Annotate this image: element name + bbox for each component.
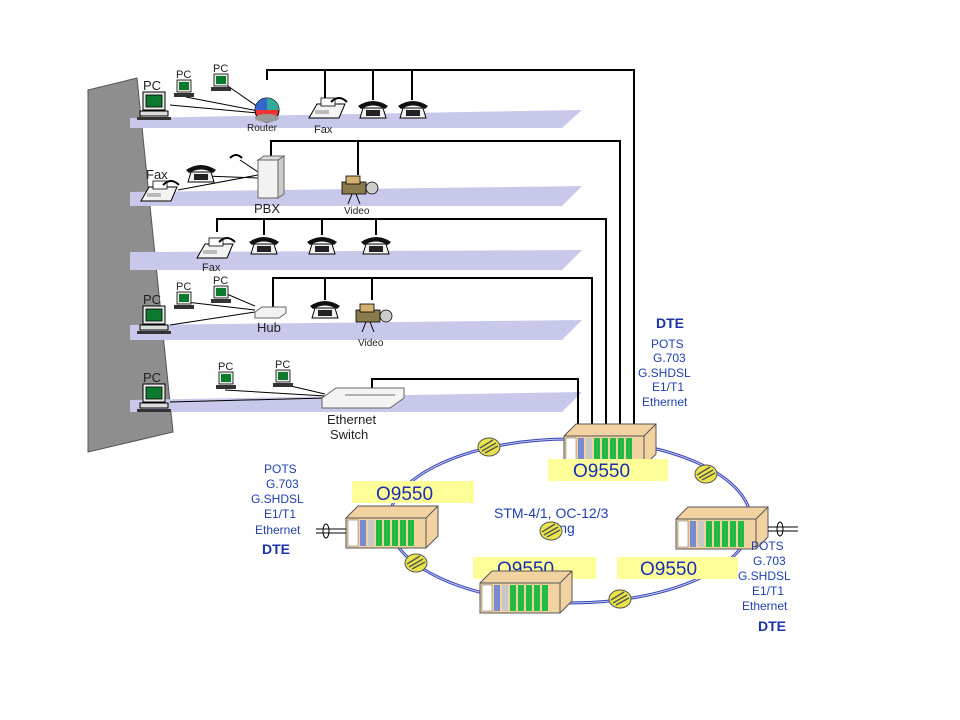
pc-label: PC — [143, 370, 161, 385]
floor-planes — [130, 110, 582, 412]
o9550-node-bottom: O9550 — [473, 557, 596, 614]
hub-label: Hub — [257, 320, 281, 335]
node-label: O9550 — [640, 559, 697, 580]
interface-line: E1/T1 — [652, 380, 684, 394]
pc-label: PC — [213, 275, 228, 287]
node-icon — [479, 570, 573, 614]
video-label: Video — [358, 338, 384, 349]
pc-label: PC — [143, 78, 161, 93]
pc-label: PC — [275, 359, 290, 371]
phone-icon — [357, 100, 389, 119]
pbx-label: PBX — [254, 201, 280, 216]
router-icon — [254, 97, 280, 123]
dte-label: DTE — [758, 618, 786, 634]
fax-label: Fax — [146, 167, 168, 182]
interface-line: G.SHDSL — [638, 366, 691, 380]
phone-icon — [248, 236, 280, 255]
router-label: Router — [247, 123, 278, 134]
interface-line: POTS — [264, 462, 297, 476]
video-label: Video — [344, 206, 370, 217]
dte-label: DTE — [262, 541, 290, 557]
cable-lock-icon — [404, 553, 428, 573]
pc-label: PC — [213, 63, 228, 75]
cable-connector-icon — [316, 523, 346, 539]
pc-icon — [210, 285, 232, 304]
cable-lock-icon — [608, 589, 632, 609]
o9550-node-right: O9550 — [617, 506, 798, 580]
small-phone-icon — [229, 154, 243, 159]
pc-icon — [136, 91, 172, 121]
node-label-bg — [352, 481, 474, 503]
hub-icon — [254, 306, 287, 319]
interface-line: Ethernet — [742, 599, 788, 613]
cable-lock-icon — [477, 437, 501, 457]
node-label: O9550 — [573, 461, 630, 482]
phone-icon — [360, 236, 392, 255]
interface-line: E1/T1 — [264, 507, 296, 521]
floor-1: PC PC PC Router Fax — [136, 63, 429, 136]
interface-line: POTS — [651, 337, 684, 351]
interface-line: Ethernet — [642, 395, 688, 409]
pc-icon — [215, 371, 237, 390]
phone-icon — [185, 164, 217, 183]
interface-line: G.703 — [653, 351, 686, 365]
fax-label: Fax — [314, 124, 333, 136]
node-label-bg — [617, 557, 738, 579]
phone-icon — [306, 236, 338, 255]
pc-label: PC — [218, 361, 233, 373]
riser-cables — [216, 69, 635, 428]
floor-4: PC PC PC Hub Video — [136, 275, 393, 349]
switch-label: Ethernet — [327, 412, 377, 427]
node-label-bg — [548, 459, 668, 481]
interface-line: POTS — [751, 539, 784, 553]
o9550-node-left: O9550 — [316, 481, 474, 549]
phone-icon — [309, 300, 341, 319]
pc-icon — [173, 291, 195, 310]
interface-line: Ethernet — [255, 523, 301, 537]
interface-line: G.SHDSL — [738, 569, 791, 583]
phone-icon — [397, 100, 429, 119]
interface-line: G.703 — [266, 477, 299, 491]
floor-2: Fax PBX Video — [140, 154, 379, 217]
interface-block-top: DTE POTS G.703 G.SHDSL E1/T1 Ethernet — [638, 315, 691, 409]
interface-block-right: POTS G.703 G.SHDSL E1/T1 Ethernet DTE — [738, 539, 791, 634]
pc-label: PC — [176, 281, 191, 293]
floor-3: Fax — [196, 236, 392, 274]
interface-line: E1/T1 — [752, 584, 784, 598]
pc-icon — [173, 79, 195, 98]
ring-label: STM-4/1, OC-12/3 — [494, 505, 609, 521]
fax-label: Fax — [202, 262, 221, 274]
floor-5: PC PC PC Ethernet Switch — [136, 359, 405, 442]
cable-connector-icon — [768, 521, 798, 537]
ethernet-switch-icon — [321, 387, 405, 409]
pc-label: PC — [143, 292, 161, 307]
pc-icon — [272, 369, 294, 388]
cable-lock-icon — [539, 521, 563, 541]
node-icon — [345, 505, 439, 549]
node-label: O9550 — [376, 484, 433, 505]
pc-icon — [210, 73, 232, 92]
interface-block-left: POTS G.703 G.SHDSL E1/T1 Ethernet DTE — [251, 462, 304, 557]
interface-line: G.SHDSL — [251, 492, 304, 506]
cable-lock-icon — [694, 464, 718, 484]
switch-label: Switch — [330, 427, 368, 442]
dte-label: DTE — [656, 315, 684, 331]
interface-line: G.703 — [753, 554, 786, 568]
pc-label: PC — [176, 69, 191, 81]
pbx-icon — [256, 155, 286, 199]
o9550-node-top: O9550 — [548, 423, 668, 482]
